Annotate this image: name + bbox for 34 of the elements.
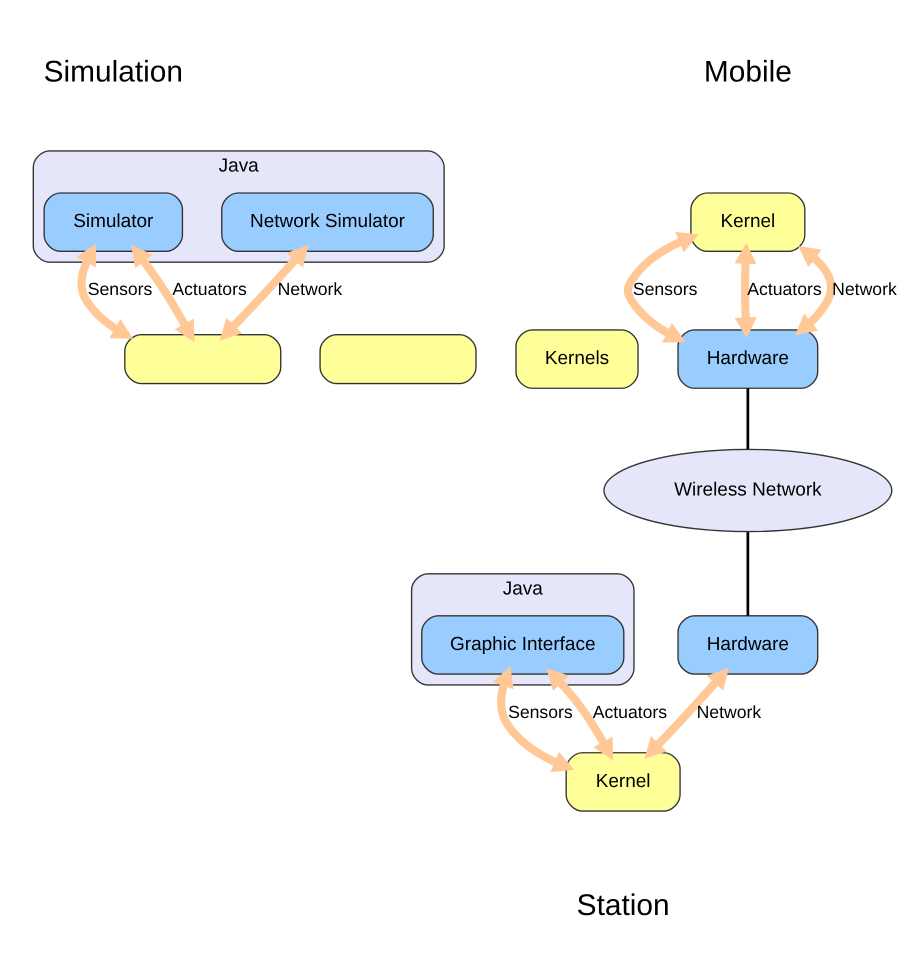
arrow: [734, 242, 757, 338]
node-box: Kernel: [690, 192, 806, 252]
arrow: [76, 243, 134, 338]
label: Mobile: [704, 54, 792, 88]
edge-label: Actuators: [172, 278, 247, 299]
node-ellipse: Wireless Network: [603, 448, 892, 532]
node-box: Network Simulator: [221, 192, 434, 252]
arrow: [220, 244, 309, 340]
label: Simulation: [44, 54, 183, 88]
arrow: [131, 244, 195, 342]
node-box: Simulator: [43, 192, 184, 252]
arrow: [492, 666, 574, 772]
edge-label: Actuators: [592, 702, 668, 722]
edge-label: Actuators: [747, 278, 822, 299]
node-box: [319, 334, 477, 384]
edge-label: Network: [696, 702, 762, 722]
arrow: [624, 231, 699, 342]
edge-label: Sensors: [632, 278, 698, 299]
node-box: Kernels: [515, 328, 639, 388]
node-box: [124, 334, 282, 384]
arrow: [794, 245, 836, 335]
edge-label: Sensors: [508, 702, 573, 722]
edge-label: Network: [278, 278, 342, 299]
edge-label: Sensors: [88, 278, 152, 299]
node-box: Hardware: [677, 328, 818, 388]
node-box: Kernel: [566, 752, 681, 812]
arrow: [644, 667, 729, 758]
edge-label: Network: [832, 278, 897, 299]
label: Station: [576, 888, 670, 922]
connector: [746, 532, 750, 616]
connector: [746, 388, 750, 449]
node-box: Graphic Interface: [421, 614, 624, 674]
node-box: Hardware: [677, 614, 818, 674]
arrow: [546, 668, 614, 760]
